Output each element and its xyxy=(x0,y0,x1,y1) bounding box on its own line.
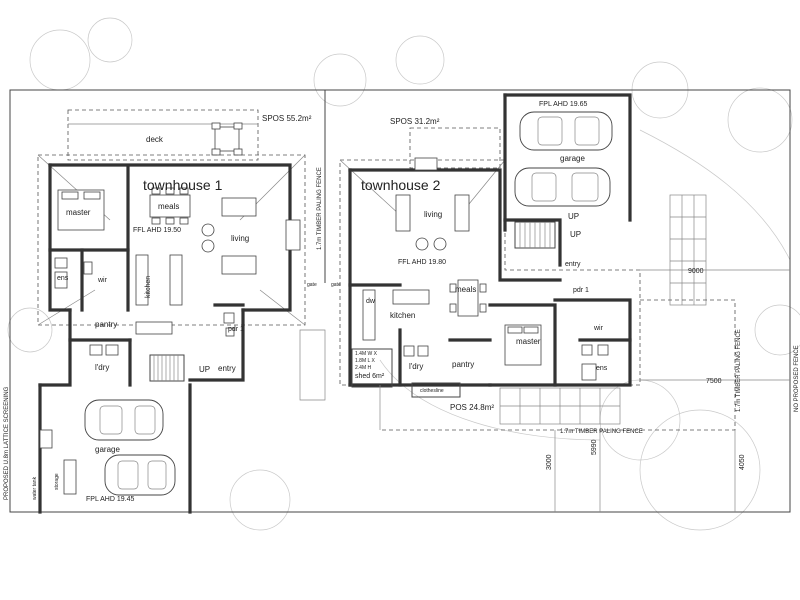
dim-7500: 7500 xyxy=(706,378,722,385)
room-laundry: l'dry xyxy=(95,363,109,372)
townhouse-2 xyxy=(339,93,707,425)
clothesline-label: clothesline xyxy=(420,388,444,394)
ffl-label: FFL AHD 19.50 xyxy=(133,227,181,234)
shed-label: shed 6m² xyxy=(355,373,385,380)
room-master-th2: master xyxy=(516,337,541,346)
room-laundry-th2: l'dry xyxy=(409,362,423,371)
room-ens: ens xyxy=(57,275,69,282)
room-pantry: pantry xyxy=(95,320,117,329)
room-living: living xyxy=(231,234,249,243)
dim-4050: 4050 xyxy=(739,454,746,470)
stair-up-1: UP xyxy=(568,212,579,221)
car-th1-b xyxy=(104,454,176,496)
room-pantry-th2: pantry xyxy=(452,360,474,369)
shed-outline xyxy=(351,348,393,388)
stair-up: UP xyxy=(199,365,210,374)
kitchen-island xyxy=(169,254,183,306)
fence-label-right: 1.7m TIMBER PALING FENCE xyxy=(736,329,742,412)
townhouse-2-title: townhouse 2 xyxy=(361,177,441,193)
kitchen-bench xyxy=(135,254,149,306)
dim-9000: 9000 xyxy=(688,268,704,275)
gate-label-2: gate xyxy=(331,282,341,288)
water-tank-label: water tank xyxy=(32,476,38,500)
stairs-th1 xyxy=(149,354,185,382)
room-pdr: pdr 1 xyxy=(228,326,244,333)
room-living-th2: living xyxy=(424,210,442,219)
stairs-th2 xyxy=(514,221,556,249)
fence-line xyxy=(380,299,736,431)
paving-grid xyxy=(669,194,707,306)
room-kitchen-th2: kitchen xyxy=(390,311,415,320)
sofa xyxy=(395,194,411,232)
garage-fpl-th2: FPL AHD 19.65 xyxy=(539,101,587,108)
gate-label-1: gate xyxy=(307,282,317,288)
townhouse-1 xyxy=(37,109,306,514)
kitchen-island xyxy=(392,289,430,305)
sofa xyxy=(221,197,257,217)
room-ens-th2: ens xyxy=(596,365,608,372)
room-deck: deck xyxy=(146,135,164,144)
room-entry-th2: entry xyxy=(565,261,581,268)
shed-spec-line-1: 1.4M W X xyxy=(355,351,378,357)
room-pdr-th2: pdr 1 xyxy=(573,287,589,294)
storage-label: storage xyxy=(54,473,60,490)
room-kitchen: kitchen xyxy=(145,276,152,298)
fence-label-mid: 1.7m TIMBER PALING FENCE xyxy=(317,167,323,250)
car-th1-a xyxy=(84,399,164,441)
outdoor-table xyxy=(211,122,243,156)
dim-3000: 3000 xyxy=(546,454,553,470)
pos-paving xyxy=(499,387,621,425)
kitchen-bench xyxy=(362,289,376,341)
dining-table xyxy=(457,279,479,317)
car-th2-a xyxy=(519,111,613,151)
shed-spec-line-3: 2.4M H xyxy=(355,365,372,371)
pos-label: POS 24.8m² xyxy=(450,403,494,412)
garage-fpl-th1: FPL AHD 19.45 xyxy=(86,496,134,503)
room-garage: garage xyxy=(95,445,120,454)
room-wir: wir xyxy=(97,277,108,284)
room-wir-th2: wir xyxy=(593,325,604,332)
dishwasher-label: dw xyxy=(366,298,376,305)
room-entry: entry xyxy=(218,364,236,373)
lattice-screening-label: PROPOSED U.8m LATTICE SCREENING xyxy=(4,386,10,500)
ffl-label-th2: FFL AHD 19.80 xyxy=(398,259,446,266)
sofa xyxy=(454,194,470,232)
townhouse-1-title: townhouse 1 xyxy=(143,177,223,193)
car-th2-b xyxy=(514,167,611,207)
room-meals: meals xyxy=(158,202,179,211)
shed-spec-line-2: 1.8M L X xyxy=(355,358,375,364)
no-fence-label: NO PROPOSED FENCE xyxy=(794,345,800,412)
room-meals-th2: meals xyxy=(455,285,476,294)
deck-outline xyxy=(67,109,259,161)
stair-up-2: UP xyxy=(570,230,581,239)
room-garage-th2: garage xyxy=(560,154,585,163)
fireplace xyxy=(285,219,301,251)
dim-5990: 5990 xyxy=(591,439,598,455)
sofa xyxy=(221,255,257,275)
spos-label: SPOS 55.2m² xyxy=(262,114,312,123)
site-boundary xyxy=(9,89,791,513)
fence-label-bottom: 1.7m TIMBER PALING FENCE xyxy=(560,429,643,435)
dining-table xyxy=(149,194,191,218)
dimension-lines xyxy=(554,269,790,512)
spos-label-th2: SPOS 31.2m² xyxy=(390,117,440,126)
room-master: master xyxy=(66,208,91,217)
